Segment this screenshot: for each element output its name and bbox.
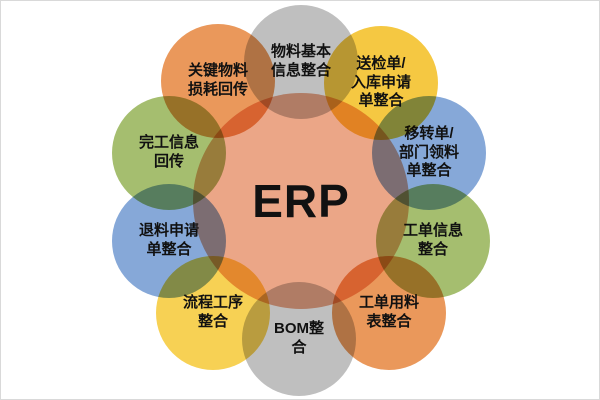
node-label: 工单用料表整合 [358, 294, 419, 330]
node-label: 物料基本信息整合 [270, 43, 331, 79]
node-label: 关键物料损耗回传 [187, 62, 248, 98]
node-transfer-dept-requisition: 移转单/部门领料单整合 [372, 96, 486, 210]
node-label: 退料申请单整合 [138, 222, 199, 258]
node-label: 工单信息整合 [402, 222, 463, 258]
node-key-material-loss-feedback: 关键物料损耗回传 [161, 24, 275, 138]
node-label: 送检单/入库申请单整合 [350, 54, 411, 110]
node-label: 移转单/部门领料单整合 [398, 124, 459, 180]
node-inspection-warehouse-request: 送检单/入库申请单整合 [324, 26, 438, 140]
node-completion-feedback: 完工信息回传 [112, 96, 226, 210]
erp-label: ERP [252, 175, 350, 227]
node-label: BOM整合 [274, 320, 324, 356]
node-label: 完工信息回传 [138, 134, 199, 170]
node-label: 流程工序整合 [182, 294, 243, 330]
